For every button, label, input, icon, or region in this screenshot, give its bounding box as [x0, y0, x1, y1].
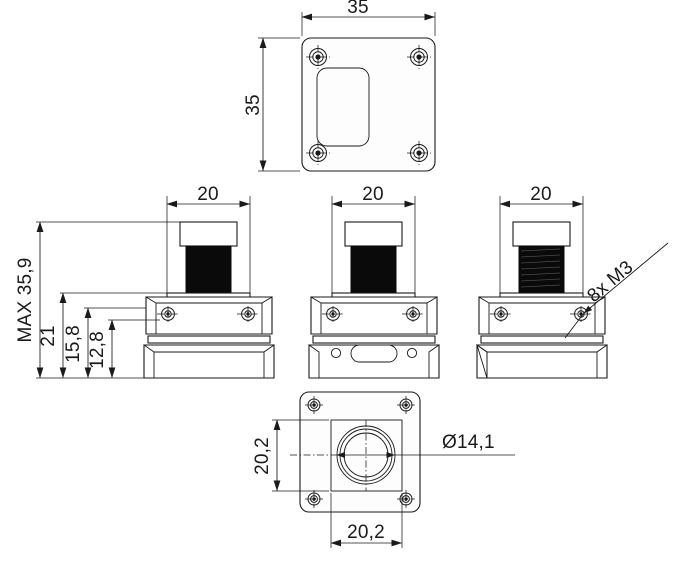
left-128-label: 12,8 — [87, 331, 108, 369]
left-max-label: MAX 35,9 — [15, 257, 36, 342]
left-plate-bevel-right — [261, 296, 273, 335]
front-plate-bevel-right — [426, 296, 438, 335]
front-body-bevel-right — [428, 344, 440, 379]
right-lens-cap — [512, 221, 571, 247]
top-width-label: 35 — [347, 0, 369, 18]
front-lens-cap — [344, 221, 403, 247]
bottom-height-label: 20,2 — [252, 437, 273, 475]
left-21-label: 21 — [38, 325, 59, 347]
view-front: 20 — [308, 184, 440, 379]
front-lens-barrel — [350, 245, 397, 294]
usb-connector — [350, 344, 398, 363]
right-body-bevel-left-2 — [476, 344, 488, 379]
front-lower-body — [308, 344, 440, 379]
left-lower-body — [143, 344, 275, 379]
bottom-width-label: 20,2 — [347, 522, 385, 543]
top-height-label: 35 — [243, 94, 264, 116]
left-158-label: 15,8 — [63, 325, 84, 363]
right-width-label: 20 — [530, 184, 552, 205]
right-barrel-threads — [520, 248, 561, 288]
left-lens-cap — [179, 221, 238, 247]
bottom-view-sensor-square — [330, 419, 403, 492]
left-gap-strip — [147, 335, 271, 344]
top-view-body-outline — [301, 37, 436, 172]
view-left: 20 MAX 35,9 21 15,8 12,8 — [15, 184, 275, 379]
thread-note-leader — [583, 242, 669, 314]
indicator-hole-left — [330, 347, 342, 359]
left-body-bevel-left — [143, 344, 155, 379]
front-body-bevel-left — [308, 344, 320, 379]
left-width-label: 20 — [197, 184, 219, 205]
front-width-label: 20 — [362, 184, 384, 205]
thread-note-label: 8x M3 — [584, 257, 638, 307]
thread-note-leader-tail — [564, 312, 585, 339]
right-body-bevel-right — [596, 344, 608, 379]
view-top: 35 35 — [243, 0, 436, 172]
left-plate-bevel-left — [145, 296, 157, 335]
view-bottom: 20,2 20,2 Ø14,1 — [252, 391, 515, 548]
left-body-bevel-right — [263, 344, 275, 379]
top-view-window — [316, 67, 370, 147]
view-right: 20 8x M3 — [476, 184, 669, 379]
front-gap-strip — [312, 335, 436, 344]
right-gap-strip — [480, 335, 604, 344]
front-plate-bevel-left — [310, 296, 322, 335]
right-lower-body — [476, 344, 608, 379]
left-lens-barrel — [185, 245, 232, 294]
indicator-hole-right — [406, 347, 418, 359]
right-plate-bevel-left — [478, 296, 490, 335]
lens-diameter-label: Ø14,1 — [442, 432, 495, 453]
